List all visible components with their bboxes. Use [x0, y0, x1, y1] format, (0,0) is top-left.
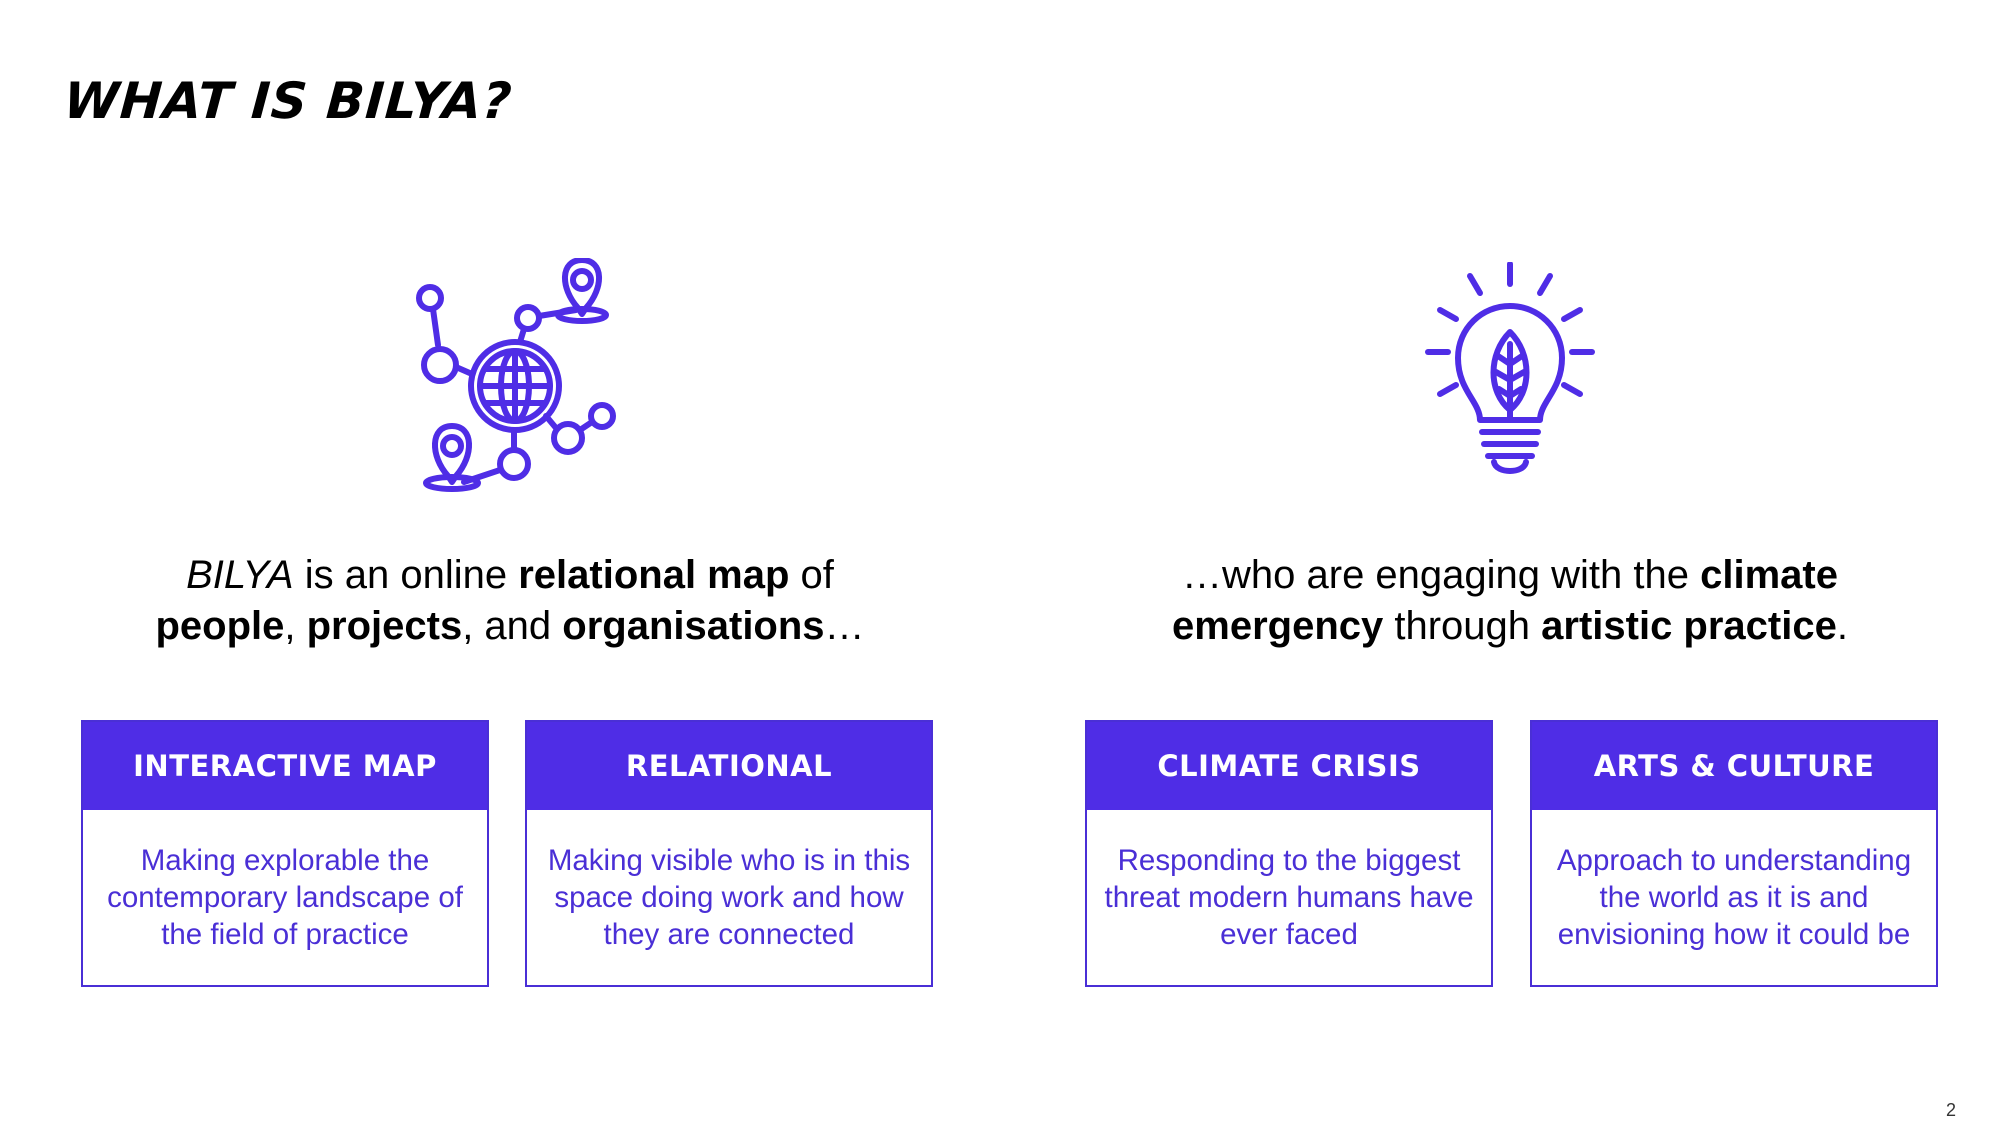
- card-title: CLIMATE CRISIS: [1087, 722, 1491, 810]
- card-interactive-map: INTERACTIVE MAP Making explorable the co…: [81, 720, 489, 987]
- intro-statement-left: BILYA is an online relational map of peo…: [155, 553, 865, 648]
- lightbulb-leaf-icon: [1410, 262, 1610, 487]
- brand-name: BILYA: [186, 553, 294, 597]
- card-arts-culture: ARTS & CULTURE Approach to understanding…: [1530, 720, 1938, 987]
- card-description: Approach to understanding the world as i…: [1556, 844, 1912, 951]
- card-relational: RELATIONAL Making visible who is in this…: [525, 720, 933, 987]
- card-title: RELATIONAL: [527, 722, 931, 810]
- card-description: Making explorable the contemporary lands…: [107, 844, 463, 951]
- intro-statement-right: …who are engaging with the climate emerg…: [1172, 553, 1848, 648]
- card-description: Making visible who is in this space doin…: [547, 844, 911, 951]
- card-title: INTERACTIVE MAP: [83, 722, 487, 810]
- card-climate-crisis: CLIMATE CRISIS Responding to the biggest…: [1085, 720, 1493, 987]
- card-description: Responding to the biggest threat modern …: [1104, 844, 1474, 951]
- card-title: ARTS & CULTURE: [1532, 722, 1936, 810]
- slide-title: WHAT IS BILYA?: [61, 72, 515, 130]
- globe-network-pins-icon: [398, 258, 628, 498]
- page-number: 2: [1945, 1100, 1956, 1120]
